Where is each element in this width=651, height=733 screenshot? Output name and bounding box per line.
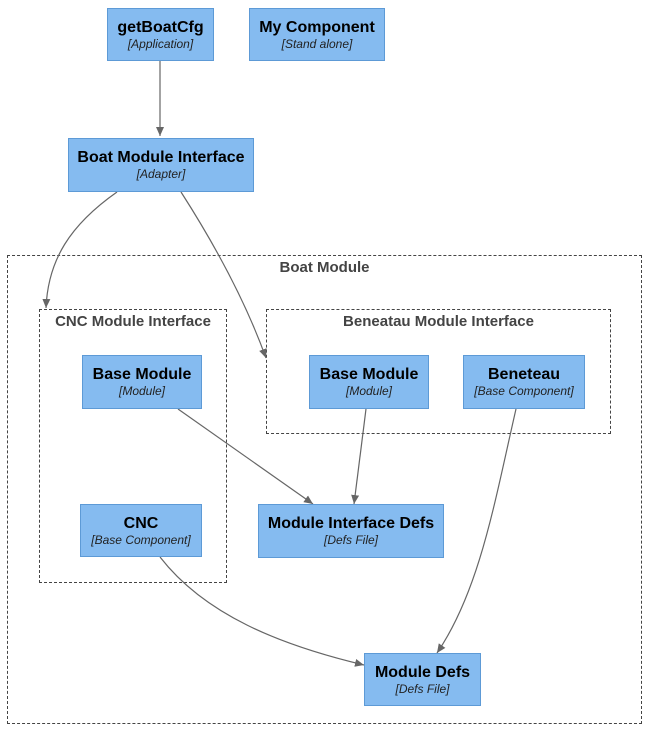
node-module-defs[interactable]: Module Defs [Defs File] <box>364 653 481 706</box>
edge-boat-module-interface-to-beneteau-module-interface <box>180 191 267 359</box>
beneteau-module-interface-cluster-label: Beneatau Module Interface <box>343 313 534 330</box>
node-cnc-base-module[interactable]: Base Module [Module] <box>82 355 202 409</box>
node-getboatcfg-type: [Application] <box>127 37 194 51</box>
boat-module-cluster-label: Boat Module <box>279 259 370 276</box>
node-module-defs-type: [Defs File] <box>395 682 450 696</box>
edge-boat-module-interface-to-cnc-module-interface <box>42 191 118 309</box>
edge-beneteau-to-module-defs <box>436 408 517 654</box>
node-beneteau-type: [Base Component] <box>474 384 574 398</box>
node-beneteau[interactable]: Beneteau [Base Component] <box>463 355 585 409</box>
node-cnc-base-module-type: [Module] <box>118 384 166 398</box>
node-module-defs-name: Module Defs <box>374 664 471 681</box>
boat-module-cluster: Boat Module <box>7 255 642 724</box>
cnc-module-interface-cluster: CNC Module Interface <box>39 309 227 583</box>
node-cnc[interactable]: CNC [Base Component] <box>80 504 202 557</box>
node-boat-module-interface-type: [Adapter] <box>136 167 186 181</box>
node-module-interface-defs-type: [Defs File] <box>323 533 378 547</box>
node-getboatcfg-name: getBoatCfg <box>117 19 204 36</box>
beneteau-module-interface-cluster: Beneatau Module Interface <box>266 309 611 434</box>
node-cnc-base-module-name: Base Module <box>92 366 192 383</box>
node-getboatcfg[interactable]: getBoatCfg [Application] <box>107 8 214 61</box>
node-cnc-type: [Base Component] <box>91 533 191 547</box>
edge-cnc-base-module-to-module-interface-defs <box>177 408 314 505</box>
node-beneteau-base-module-type: [Module] <box>345 384 393 398</box>
node-beneteau-base-module-name: Base Module <box>319 366 419 383</box>
node-module-interface-defs-name: Module Interface Defs <box>267 515 435 532</box>
node-my-component-type: [Stand alone] <box>281 37 353 51</box>
node-boat-module-interface[interactable]: Boat Module Interface [Adapter] <box>68 138 254 192</box>
node-beneteau-base-module[interactable]: Base Module [Module] <box>309 355 429 409</box>
node-my-component[interactable]: My Component [Stand alone] <box>249 8 385 61</box>
edge-beneteau-base-module-to-module-interface-defs <box>351 408 367 505</box>
node-my-component-name: My Component <box>259 19 375 36</box>
edge-cnc-to-module-defs <box>159 556 365 667</box>
node-cnc-name: CNC <box>123 515 159 532</box>
node-beneteau-name: Beneteau <box>487 366 561 383</box>
node-module-interface-defs[interactable]: Module Interface Defs [Defs File] <box>258 504 444 558</box>
cnc-module-interface-cluster-label: CNC Module Interface <box>55 313 211 330</box>
node-boat-module-interface-name: Boat Module Interface <box>77 149 245 166</box>
